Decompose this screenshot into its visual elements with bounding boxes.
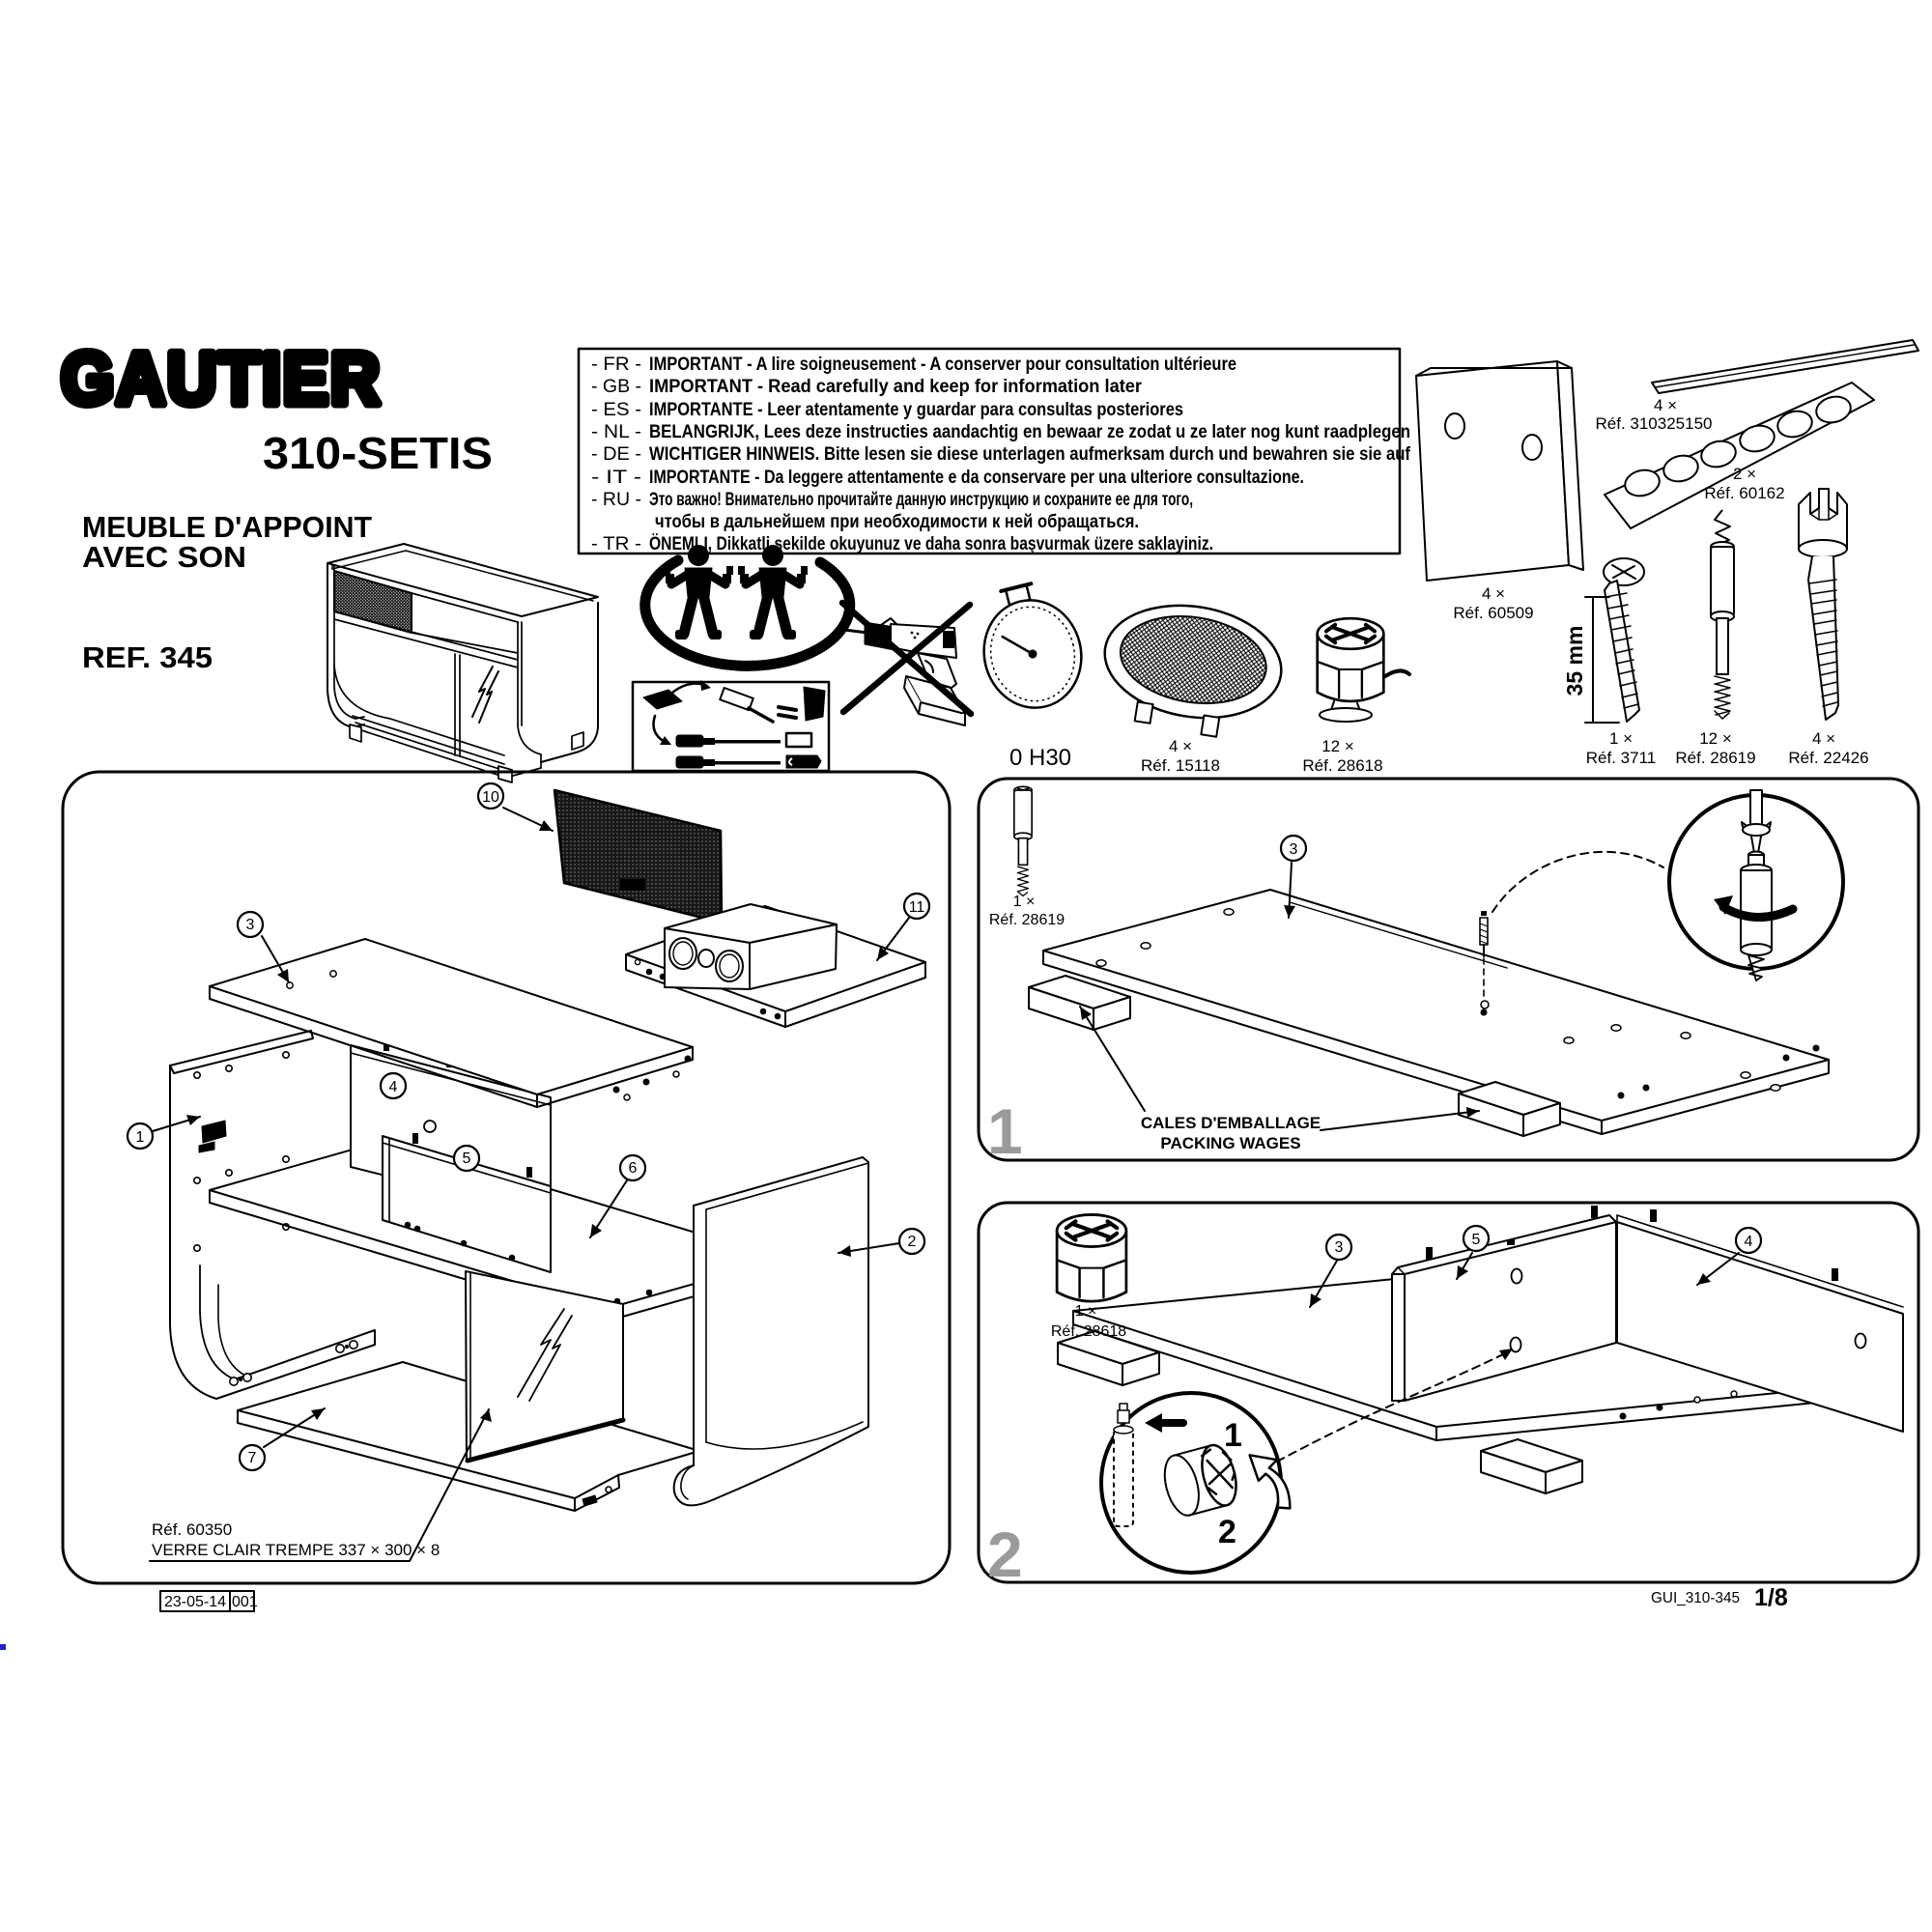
svg-text:12 ×: 12 × [1321, 737, 1354, 755]
svg-text:23-05-14: 23-05-14 [164, 1594, 226, 1610]
svg-text:IMPORTANTE - Leer atentamente: IMPORTANTE - Leer atentamente y guardar … [649, 400, 1183, 420]
svg-text:чтобы в дальнейшем при необход: чтобы в дальнейшем при необходимости к н… [655, 512, 1139, 532]
svg-text:1: 1 [1224, 1417, 1242, 1454]
svg-text:0 H30: 0 H30 [1009, 745, 1071, 771]
svg-text:CALES D'EMBALLAGE: CALES D'EMBALLAGE [1141, 1114, 1321, 1132]
svg-text:2: 2 [987, 1519, 1023, 1590]
svg-text:1/8: 1/8 [1754, 1584, 1788, 1611]
svg-text:1 ×: 1 × [1609, 729, 1633, 748]
svg-text:- NL -: - NL - [591, 422, 641, 442]
svg-text:4: 4 [1745, 1234, 1753, 1250]
svg-text:Réf. 22426: Réf. 22426 [1788, 749, 1868, 767]
svg-text:PACKING WAGES: PACKING WAGES [1160, 1134, 1300, 1152]
svg-text:4: 4 [389, 1079, 398, 1095]
svg-text:Réf. 28618: Réf. 28618 [1302, 756, 1382, 775]
svg-text:310-SETIS: 310-SETIS [263, 428, 493, 478]
svg-text:IMPORTANT - A lire soigneuseme: IMPORTANT - A lire soigneusement - A con… [649, 355, 1236, 375]
svg-text:- DE -: - DE - [591, 444, 641, 465]
svg-text:6: 6 [629, 1160, 638, 1177]
svg-text:Réf. 28618: Réf. 28618 [1051, 1323, 1126, 1340]
svg-text:MEUBLE D'APPOINT: MEUBLE D'APPOINT [82, 510, 372, 544]
svg-text:REF. 345: REF. 345 [82, 640, 213, 674]
svg-text:Это важно! Внимательно прочита: Это важно! Внимательно прочитайте данную… [649, 490, 1193, 510]
svg-text:1 ×: 1 × [1013, 894, 1036, 910]
svg-text:Réf. 15118: Réf. 15118 [1141, 756, 1220, 775]
svg-text:1: 1 [136, 1129, 145, 1146]
svg-text:AVEC SON: AVEC SON [82, 540, 246, 574]
svg-text:3: 3 [1290, 841, 1298, 858]
svg-text:WICHTIGER HINWEIS. Bitte lesen: WICHTIGER HINWEIS. Bitte lesen sie diese… [649, 444, 1411, 465]
svg-text:11: 11 [909, 899, 925, 916]
svg-text:2: 2 [908, 1234, 917, 1250]
svg-text:2 ×: 2 × [1733, 465, 1756, 483]
svg-text:Réf. 28619: Réf. 28619 [1675, 749, 1755, 767]
svg-text:ÖNEMLI, Dikkatli şekilde okuyu: ÖNEMLI, Dikkatli şekilde okuyunuz ve dah… [649, 534, 1213, 554]
svg-text:3: 3 [246, 917, 255, 933]
svg-text:Réf. 3711: Réf. 3711 [1586, 749, 1656, 767]
svg-text:1: 1 [987, 1095, 1023, 1167]
svg-text:IMPORTANTE - Da leggere attent: IMPORTANTE - Da leggere attentamente e d… [649, 468, 1304, 488]
svg-text:Réf. 60350: Réf. 60350 [152, 1520, 232, 1539]
svg-text:- ES -: - ES - [591, 400, 641, 420]
svg-text:VERRE CLAIR TREMPE 337 × 300 ×: VERRE CLAIR TREMPE 337 × 300 × 8 [152, 1541, 440, 1559]
svg-text:BELANGRIJK, Lees deze instruct: BELANGRIJK, Lees deze instructies aandac… [649, 422, 1410, 442]
svg-text:3: 3 [1335, 1239, 1344, 1256]
svg-text:5: 5 [463, 1151, 471, 1167]
svg-text:- GB -: - GB - [591, 377, 641, 397]
svg-text:- TR -: - TR - [591, 534, 641, 554]
svg-text:35 mm: 35 mm [1562, 626, 1587, 696]
svg-text:12 ×: 12 × [1699, 729, 1732, 748]
svg-text:- RU -: - RU - [591, 490, 641, 510]
svg-text:Réf. 28619: Réf. 28619 [989, 912, 1065, 928]
svg-text:Réf. 60162: Réf. 60162 [1704, 484, 1784, 502]
svg-text:001: 001 [232, 1594, 258, 1610]
svg-text:1 ×: 1 × [1075, 1303, 1097, 1320]
svg-text:7: 7 [248, 1450, 257, 1466]
svg-text:4 ×: 4 × [1482, 584, 1505, 603]
svg-text:- FR -: - FR - [591, 355, 641, 375]
svg-text:4 ×: 4 × [1654, 396, 1677, 414]
svg-text:2: 2 [1218, 1514, 1236, 1550]
svg-text:IMPORTANT - Read carefully and: IMPORTANT - Read carefully and keep for … [649, 377, 1143, 397]
svg-text:5: 5 [1472, 1232, 1481, 1248]
svg-text:10: 10 [482, 789, 499, 806]
svg-text:4 ×: 4 × [1169, 737, 1192, 755]
svg-text:Réf. 310325150: Réf. 310325150 [1596, 414, 1713, 433]
svg-text:4 ×: 4 × [1812, 729, 1835, 748]
svg-text:- IT -: - IT - [591, 468, 641, 488]
svg-text:GUI_310-345: GUI_310-345 [1651, 1590, 1740, 1606]
svg-text:GAUTIER: GAUTIER [61, 338, 382, 420]
svg-text:Réf. 60509: Réf. 60509 [1453, 604, 1533, 622]
